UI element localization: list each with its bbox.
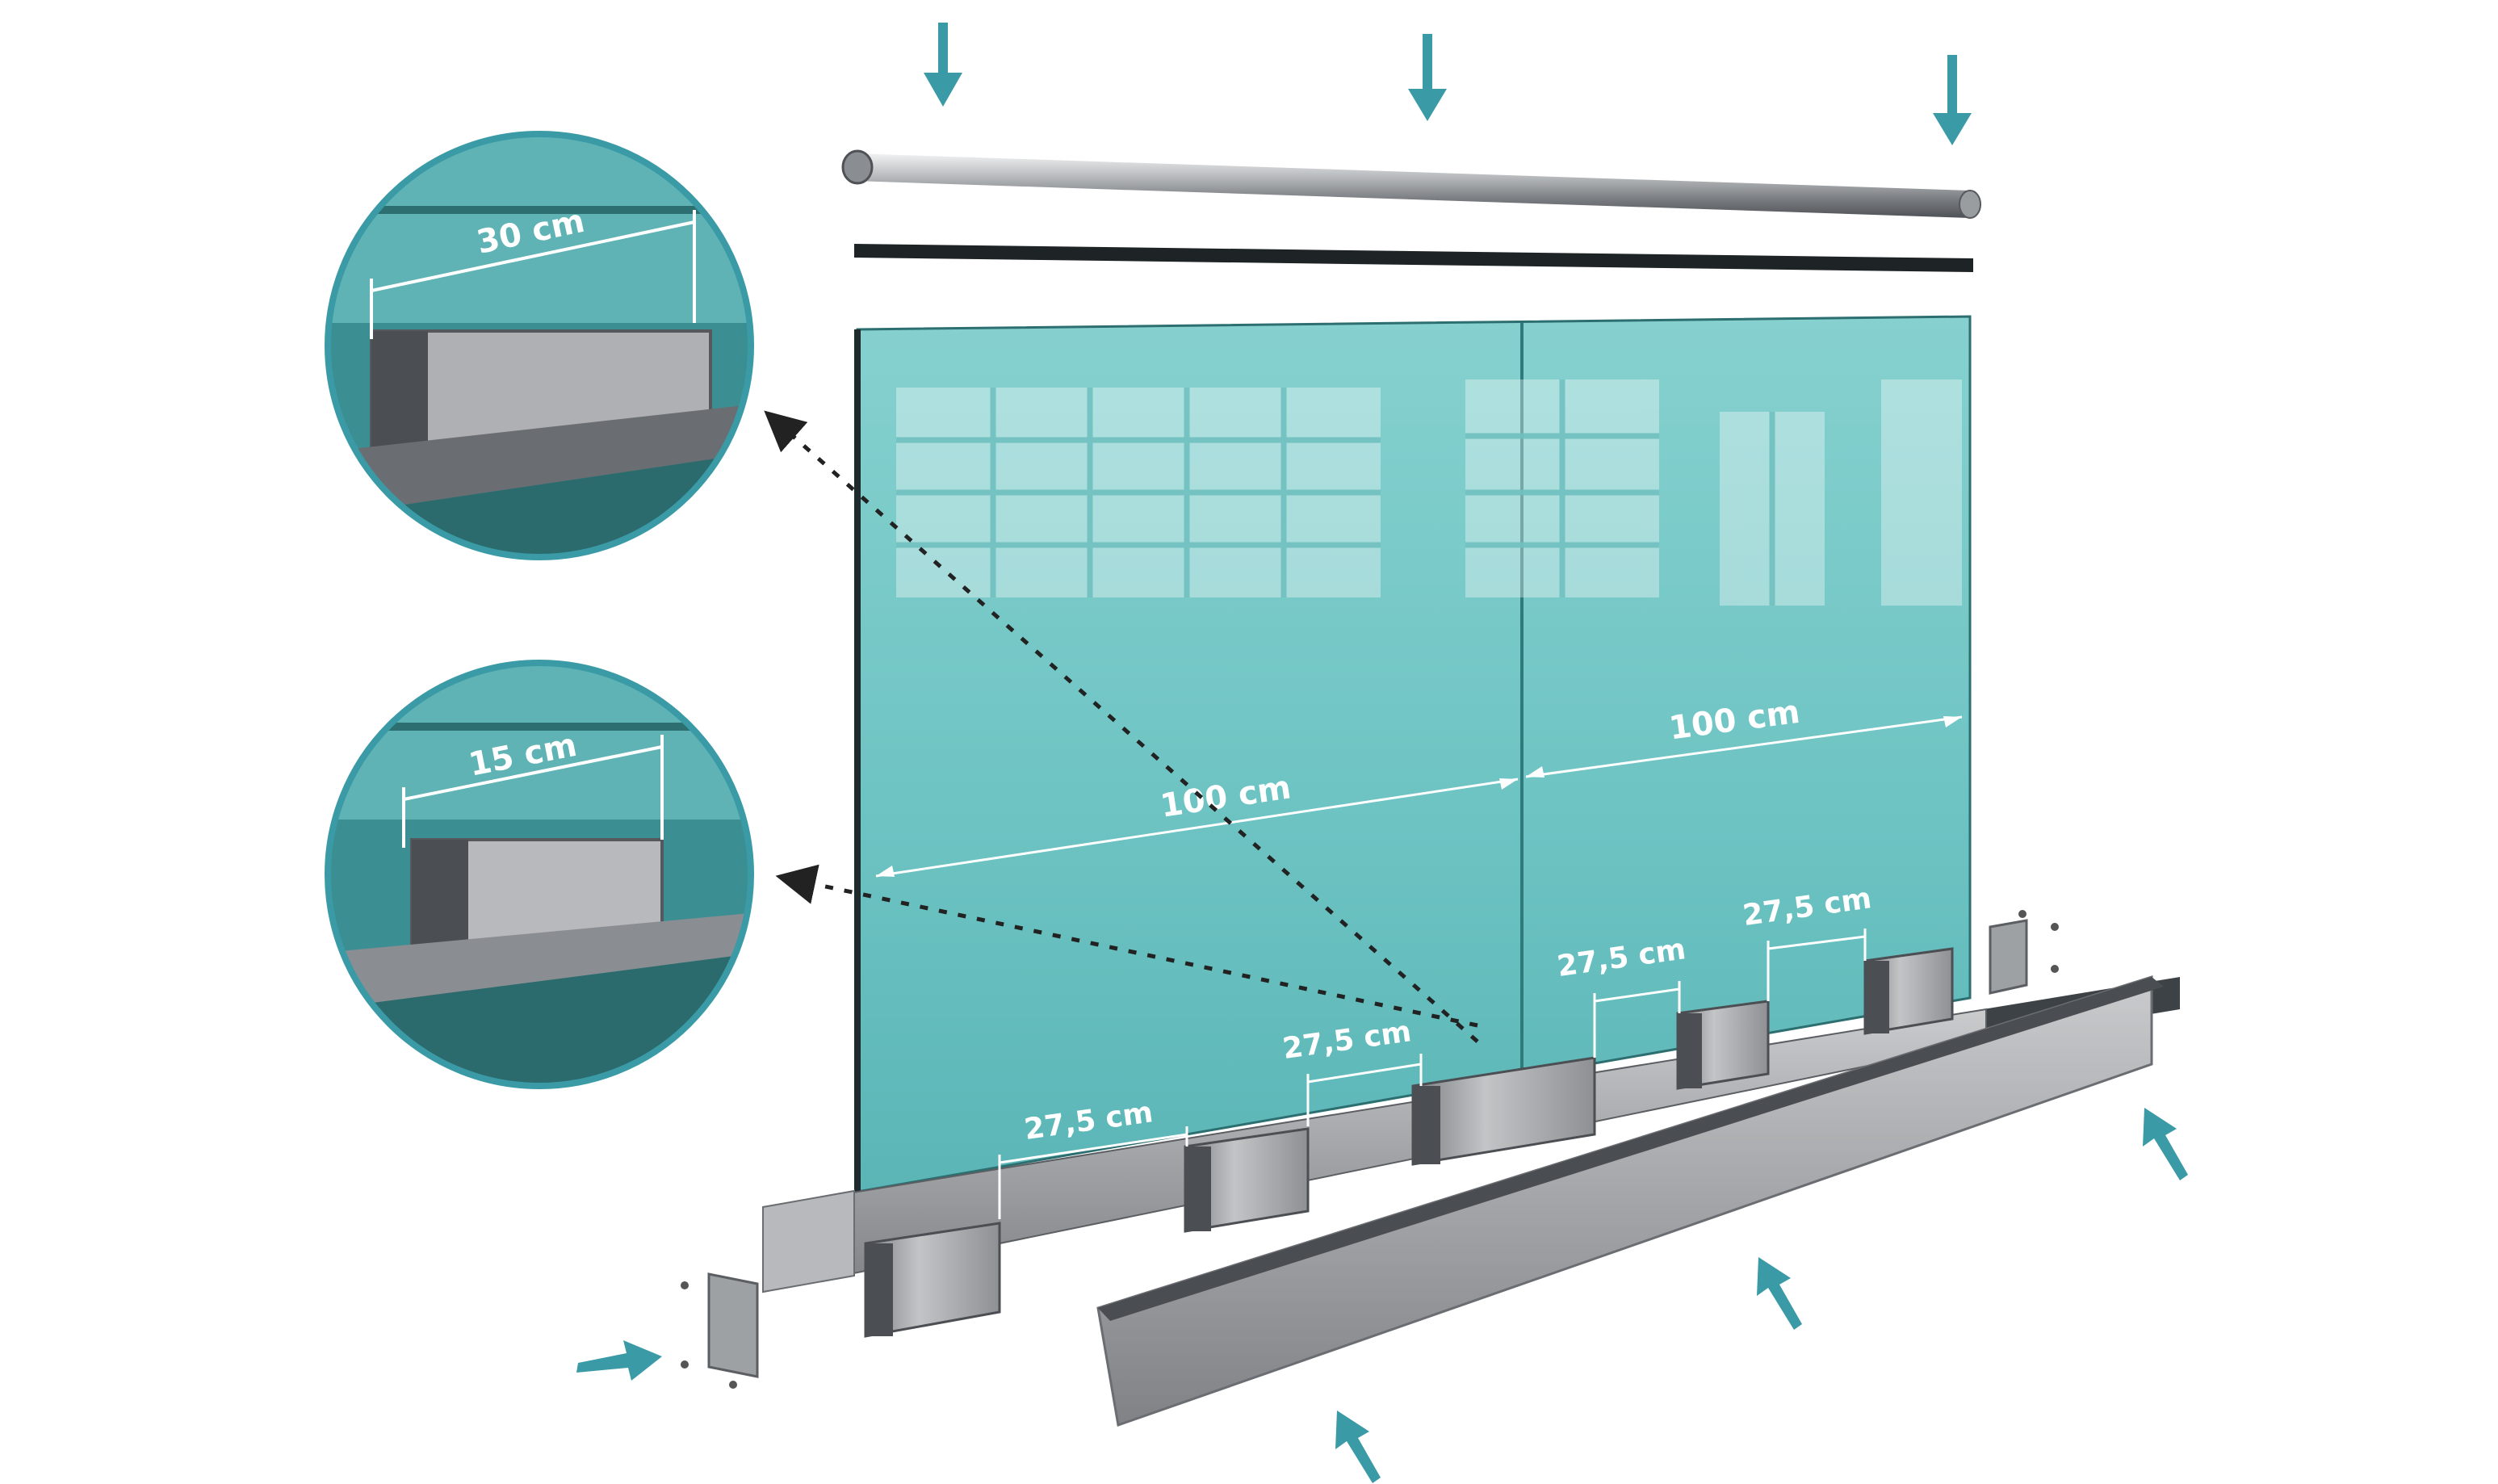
clamps (864, 947, 1954, 1338)
leader-arrow-icon (764, 410, 1479, 1043)
assembly-arrow-icon (1933, 55, 1972, 145)
glass-panel (854, 315, 1972, 1193)
assembly-arrow-icon (2143, 1108, 2188, 1180)
assembly-arrow-icon (1757, 1257, 1802, 1330)
leader-lines (764, 410, 1479, 1043)
end-cap-left (681, 1272, 759, 1389)
clamp-1 (864, 1222, 1001, 1338)
assembly-arrows (576, 23, 2188, 1483)
assembly-arrow-icon (1408, 34, 1447, 121)
clamp-5 (1863, 947, 1954, 1035)
assembly-arrow-icon (1335, 1411, 1381, 1483)
detail-view-clamp-30: 30 cm (325, 131, 754, 560)
handrail-tube (841, 149, 1981, 219)
assembly-arrow-icon (576, 1340, 662, 1381)
front-cover-profile (1096, 975, 2164, 1427)
gasket-strip (854, 244, 1973, 272)
clamp-2 (1184, 1127, 1310, 1233)
clamp-3 (1411, 1056, 1596, 1166)
detail-view-clamp-15: 15 cm (325, 660, 754, 1089)
clamp-4 (1676, 1000, 1770, 1090)
end-cap-right (1989, 910, 2059, 995)
assembly-arrow-icon (924, 23, 962, 107)
